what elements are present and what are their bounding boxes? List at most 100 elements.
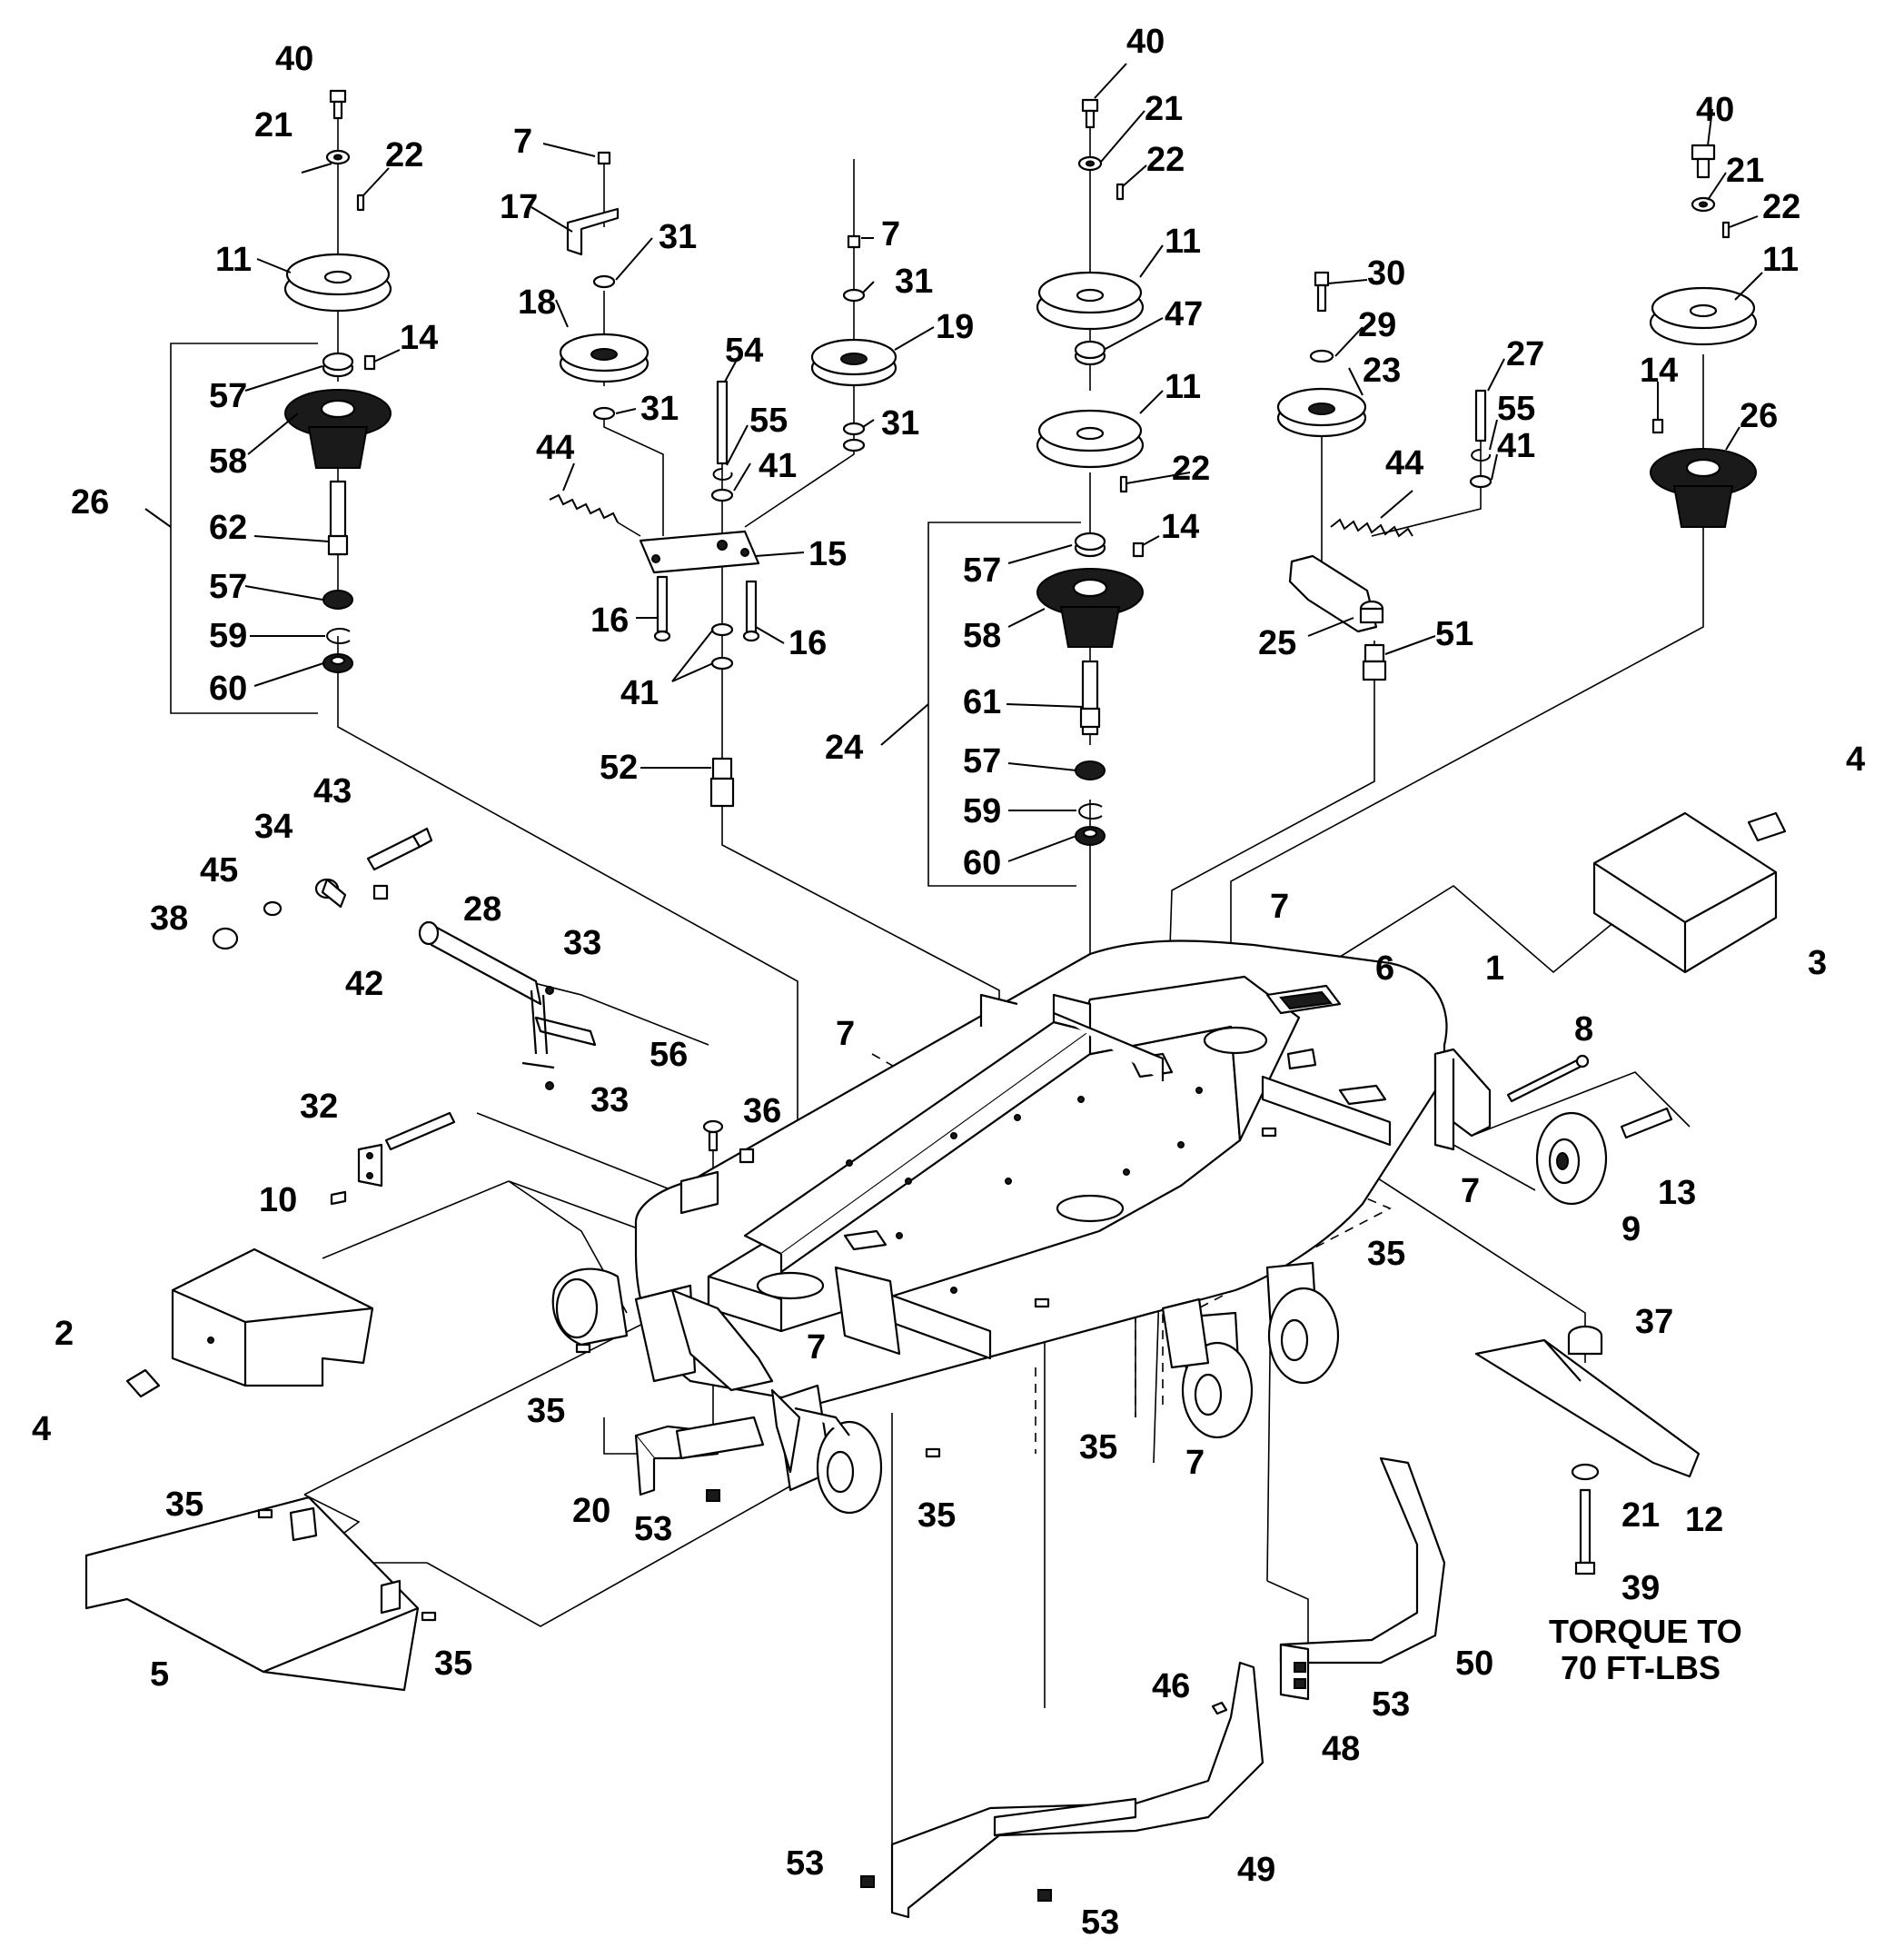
callout-26: 26	[71, 483, 109, 522]
callout-41: 41	[759, 447, 797, 485]
nut-36	[739, 1148, 755, 1164]
nut-38	[212, 927, 239, 950]
callout-35: 35	[527, 1392, 565, 1430]
callout-57: 57	[209, 568, 247, 606]
callout-33: 33	[590, 1081, 629, 1119]
callout-46: 46	[1152, 1667, 1190, 1705]
callout-55: 55	[1497, 390, 1535, 428]
callout-9: 9	[1621, 1210, 1641, 1248]
callout-18: 18	[518, 283, 556, 322]
bushing-51	[1362, 643, 1387, 681]
callout-35: 35	[1079, 1428, 1117, 1466]
callout-22: 22	[1146, 141, 1185, 179]
callout-14: 14	[1161, 508, 1199, 546]
callout-19: 19	[936, 308, 974, 346]
callout-7: 7	[881, 215, 900, 253]
callout-60: 60	[963, 844, 1001, 882]
idler-spring-44-left	[549, 493, 641, 537]
wheel-9	[1433, 1048, 1608, 1206]
idler-spring-44-right	[1330, 518, 1413, 538]
callout-15: 15	[808, 535, 847, 573]
callout-34: 34	[254, 808, 293, 846]
callout-60: 60	[209, 670, 247, 708]
callout-32: 32	[300, 1088, 338, 1126]
callout-39: 39	[1621, 1569, 1660, 1607]
callout-40: 40	[275, 40, 313, 78]
idler-pulley-19	[810, 234, 897, 452]
callout-8: 8	[1574, 1010, 1593, 1049]
callout-47: 47	[1165, 295, 1203, 333]
torque-note: TORQUE TO 70 FT-LBS	[1549, 1613, 1742, 1686]
callout-57: 57	[963, 742, 1001, 780]
bracket-20	[634, 1416, 765, 1496]
deflector-3	[1592, 811, 1778, 974]
bolt-27	[1474, 389, 1487, 442]
nut-42	[372, 884, 389, 900]
bolt-43	[366, 827, 433, 871]
spindle-assembly-left	[283, 89, 392, 673]
callout-7: 7	[1270, 888, 1289, 926]
blade-12	[1474, 1338, 1701, 1478]
mulch-plate-5	[84, 1496, 420, 1692]
callout-53: 53	[786, 1844, 824, 1883]
callout-29: 29	[1358, 306, 1396, 344]
screws-35	[257, 1127, 1277, 1622]
callout-53: 53	[1081, 1903, 1119, 1942]
callout-57: 57	[209, 377, 247, 415]
callout-59: 59	[963, 792, 1001, 830]
washer-45	[263, 900, 283, 917]
callout-42: 42	[345, 965, 383, 1003]
callout-53: 53	[634, 1510, 672, 1548]
callout-40: 40	[1126, 23, 1165, 61]
callout-5: 5	[150, 1655, 169, 1694]
pin-33	[545, 986, 554, 1090]
callout-4: 4	[1846, 740, 1865, 779]
spindle-assembly-center	[1036, 98, 1145, 846]
callout-62: 62	[209, 509, 247, 547]
callout-30: 30	[1367, 254, 1405, 293]
caster-wheel	[1265, 1261, 1340, 1385]
skirt-49	[890, 1661, 1264, 1919]
callout-48: 48	[1322, 1730, 1360, 1768]
callout-6: 6	[1375, 949, 1394, 988]
callout-16: 16	[590, 601, 629, 640]
spacer-55-left	[712, 468, 733, 481]
callout-44: 44	[536, 429, 574, 467]
bracket-4-left	[125, 1368, 161, 1398]
callout-31: 31	[640, 390, 679, 428]
callout-57: 57	[963, 552, 1001, 590]
callout-4: 4	[32, 1410, 51, 1448]
callout-24: 24	[825, 729, 863, 767]
baffle-2	[171, 1247, 374, 1387]
callout-44: 44	[1385, 444, 1423, 482]
callout-43: 43	[313, 772, 352, 810]
spacer-34	[314, 878, 347, 909]
bolt-54	[716, 380, 729, 465]
blade-bolt-39	[1574, 1488, 1596, 1575]
callout-40: 40	[1696, 91, 1734, 129]
callout-28: 28	[463, 890, 501, 929]
bolt-16-right	[742, 580, 760, 642]
washer-41-right	[1469, 474, 1492, 489]
callout-58: 58	[963, 617, 1001, 655]
spacer-37	[1567, 1325, 1603, 1356]
spacer-55-right	[1471, 449, 1492, 462]
callout-59: 59	[209, 617, 247, 655]
caster-wheel	[551, 1267, 629, 1347]
callout-21: 21	[1145, 90, 1183, 128]
callout-50: 50	[1455, 1645, 1493, 1683]
callout-31: 31	[895, 263, 933, 301]
callout-49: 49	[1237, 1851, 1275, 1889]
callout-35: 35	[165, 1486, 203, 1524]
bolt-56	[702, 1119, 724, 1152]
callout-37: 37	[1635, 1303, 1673, 1341]
bracket-pair	[289, 1506, 402, 1615]
callout-11: 11	[1165, 223, 1201, 261]
callout-10: 10	[259, 1181, 297, 1219]
lift-tube-28	[418, 920, 597, 1069]
callout-12: 12	[1685, 1501, 1723, 1539]
leader-lines	[144, 63, 1763, 862]
callout-14: 14	[400, 319, 438, 357]
callout-35: 35	[434, 1645, 472, 1683]
idler-arm-25	[1288, 554, 1384, 633]
